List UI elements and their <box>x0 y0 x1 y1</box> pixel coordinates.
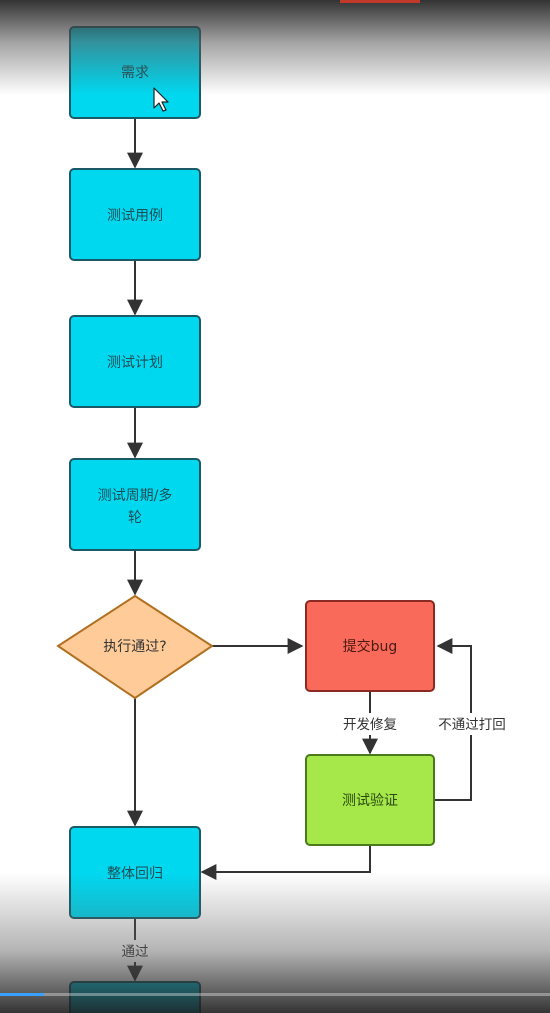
node-test-plan: 测试计划 <box>69 315 201 408</box>
node-test-cycle-box <box>69 458 201 551</box>
decision-label: 执行通过? <box>103 639 166 655</box>
edge-label-dev-fix-bg <box>334 713 406 735</box>
node-test-cases: 测试用例 <box>69 168 201 261</box>
node-test-plan-label: 测试计划 <box>107 355 163 371</box>
video-progress-fill <box>0 993 44 996</box>
node-execute-pass-decision: 执行通过? <box>56 594 214 700</box>
decision-diamond <box>56 594 214 700</box>
edge-label-pass: 通过 <box>114 940 156 962</box>
node-test-plan-box <box>69 315 201 408</box>
edge-label-fail-reopen-bg <box>428 713 516 735</box>
node-test-cases-box <box>69 168 201 261</box>
node-test-cycle-label-line1: 测试周期/多 <box>98 487 173 504</box>
node-requirement: 需求 <box>69 26 201 119</box>
node-submit-bug-box <box>305 600 435 692</box>
node-test-cycle-label-line2: 轮 <box>128 510 142 526</box>
node-test-cases-label: 测试用例 <box>107 208 163 224</box>
top-accent-bar <box>340 0 420 3</box>
edge-label-pass-text: 通过 <box>122 944 149 960</box>
edge-verify-to-regression <box>200 845 371 880</box>
edge-label-dev-fix-text: 开发修复 <box>343 716 397 733</box>
node-next-partial-box <box>69 981 201 1013</box>
node-submit-bug: 提交bug <box>305 600 435 692</box>
node-test-verify-label: 测试验证 <box>342 793 398 809</box>
node-submit-bug-label: 提交bug <box>343 638 398 655</box>
edge-label-dev-fix: 开发修复 <box>334 713 406 735</box>
node-test-verify-box <box>305 754 435 846</box>
node-next-partial <box>69 981 201 1013</box>
node-overall-regression: 整体回归 <box>69 826 201 919</box>
edge-label-fail-reopen-text: 不通过打回 <box>438 716 506 733</box>
node-requirement-label: 需求 <box>121 65 149 81</box>
node-overall-regression-label: 整体回归 <box>107 865 163 882</box>
node-test-cycle: 测试周期/多 轮 <box>69 458 201 551</box>
node-test-verify: 测试验证 <box>305 754 435 846</box>
video-progress-bar[interactable] <box>0 993 550 996</box>
edge-label-fail-reopen: 不通过打回 <box>428 713 516 735</box>
